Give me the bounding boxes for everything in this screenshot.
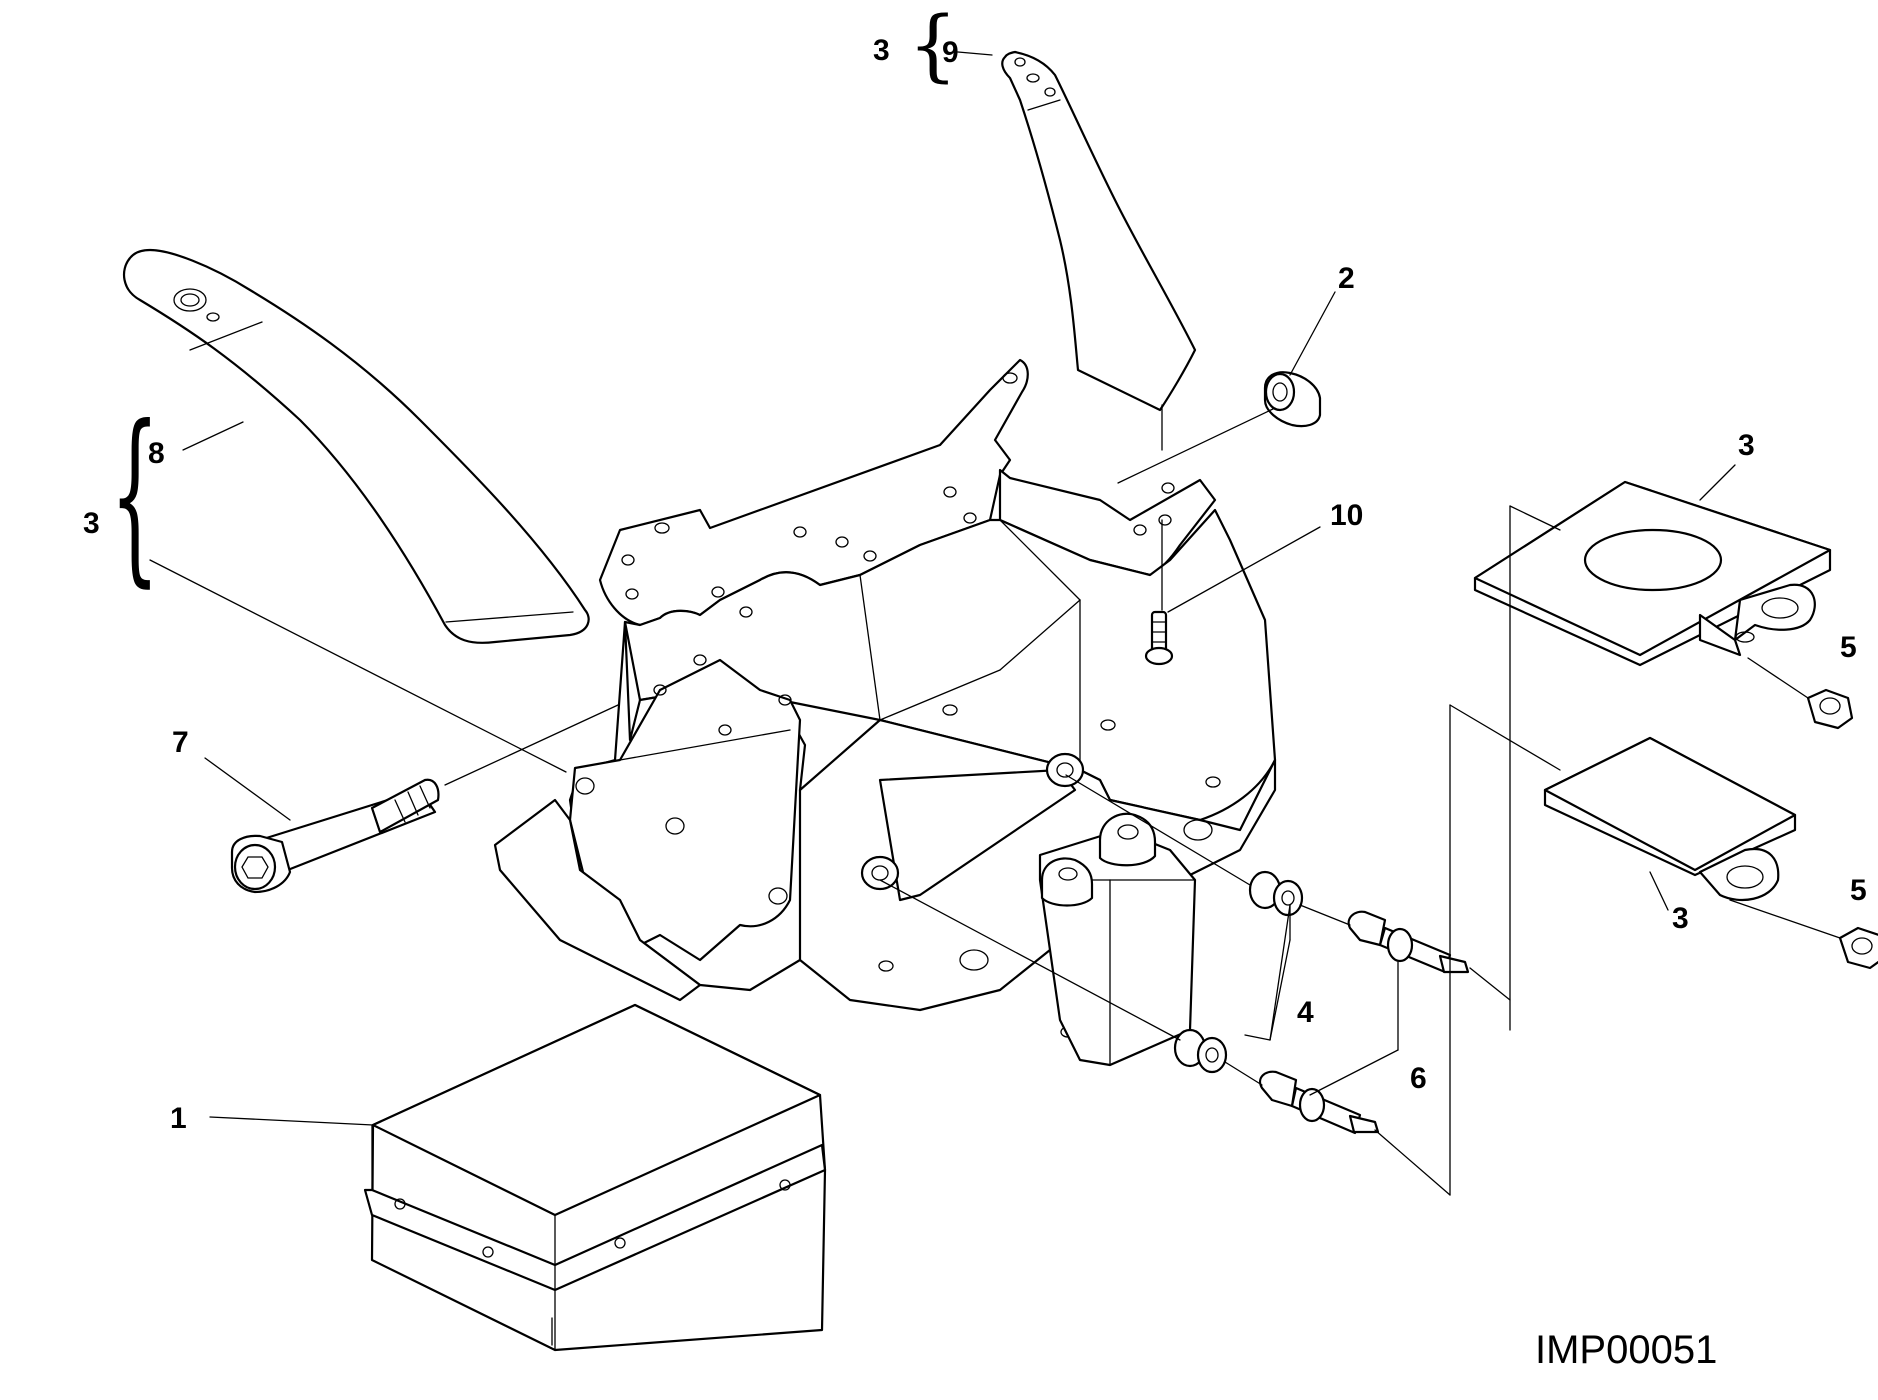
callout-3-top: 3 xyxy=(873,34,890,67)
pad-upper-part-3 xyxy=(1473,480,1832,667)
callout-leaders xyxy=(182,51,1736,1126)
bolt-part-6-lower xyxy=(1259,1070,1380,1135)
callout-1: 1 xyxy=(170,1102,187,1135)
callout-2: 2 xyxy=(1338,262,1355,295)
nut-part-5-lower xyxy=(1838,926,1878,970)
callout-8: 8 xyxy=(148,437,165,470)
nut-part-5-upper xyxy=(1806,688,1854,730)
callout-6: 6 xyxy=(1410,1062,1427,1095)
strap-part-8 xyxy=(122,248,590,644)
callout-3-right-top: 3 xyxy=(1738,429,1755,462)
brace-left: { xyxy=(110,386,160,604)
callout-5-bottom: 5 xyxy=(1850,874,1867,907)
callout-7: 7 xyxy=(172,726,189,759)
callout-4: 4 xyxy=(1297,996,1314,1029)
callout-5-top: 5 xyxy=(1840,631,1857,664)
grommet-part-4-upper xyxy=(1248,870,1304,917)
cap-screw-part-7 xyxy=(230,778,440,894)
control-unit-part-1 xyxy=(363,1003,827,1352)
callout-3-right-bottom: 3 xyxy=(1672,902,1689,935)
callout-10: 10 xyxy=(1330,499,1363,532)
drawing-id: IMP00051 xyxy=(1535,1328,1717,1372)
grommet-part-4-lower xyxy=(1173,1028,1228,1074)
mounting-frame xyxy=(493,358,1277,1067)
callout-9: 9 xyxy=(942,36,959,69)
stud-part-10 xyxy=(1144,610,1174,666)
bushing-part-2 xyxy=(1263,371,1322,428)
leader-lines xyxy=(149,404,1841,1196)
callout-3-left: 3 xyxy=(83,507,100,540)
plate-part-9 xyxy=(1001,50,1197,412)
bolt-part-6-upper xyxy=(1347,910,1470,974)
brace-top: { xyxy=(908,1,958,91)
pad-lower-part-3 xyxy=(1543,736,1797,902)
